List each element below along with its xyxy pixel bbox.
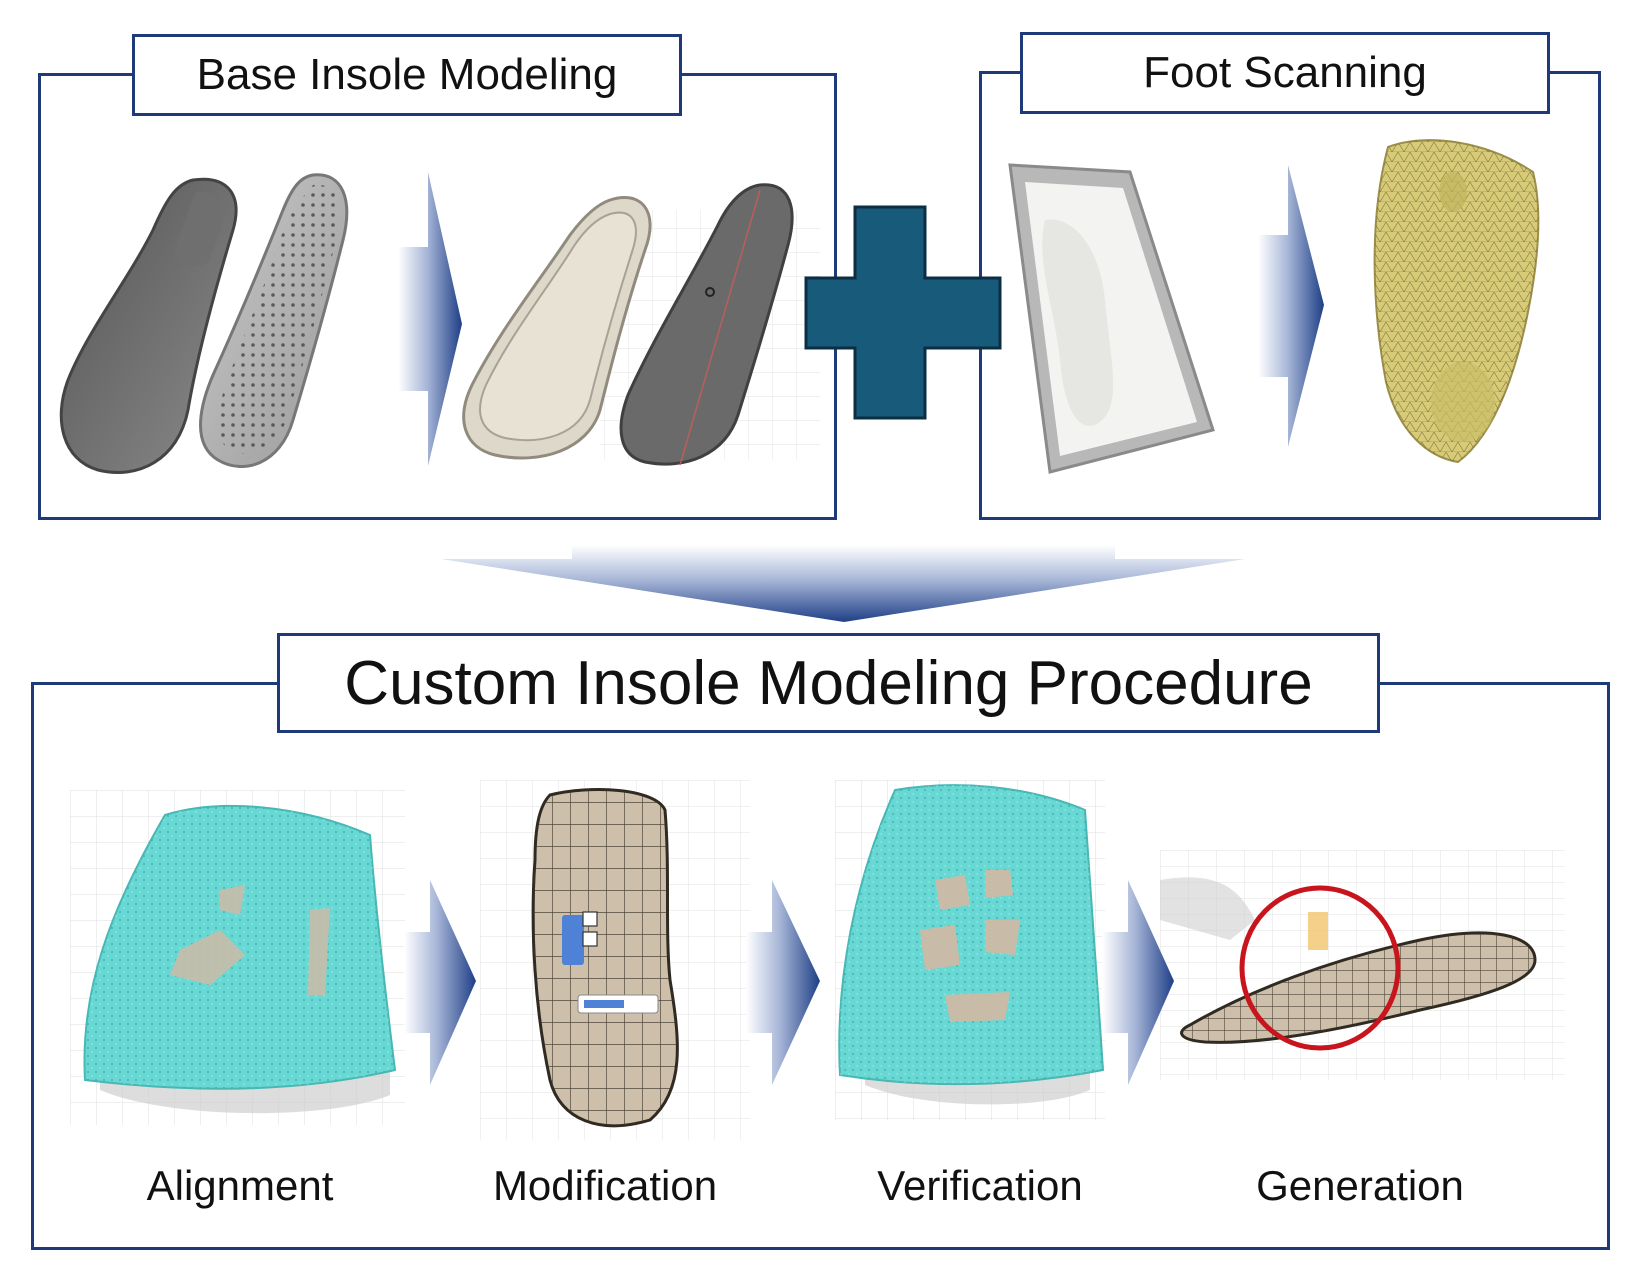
step-label-generation: Generation: [1256, 1162, 1464, 1209]
arrow-right-icon: [398, 172, 462, 466]
plus-icon: [804, 205, 1002, 420]
generation-image: [1160, 850, 1565, 1080]
foot-scanning-title: Foot Scanning: [1020, 32, 1550, 114]
arrow-down-icon: [441, 545, 1245, 622]
foam-impression-box-photo: [1008, 163, 1215, 474]
step-label-modification: Modification: [492, 1162, 718, 1209]
verification-image: [835, 780, 1105, 1120]
base-insole-modeling-title: Base Insole Modeling: [132, 34, 682, 116]
arrow-right-icon: [404, 880, 476, 1085]
base-insoles-photo: [59, 173, 349, 474]
step-label-alignment: Alignment: [146, 1162, 334, 1209]
modification-image: [480, 780, 750, 1140]
arrow-right-icon: [746, 880, 820, 1085]
foot-scan-mesh: [1373, 139, 1540, 464]
custom-insole-procedure-title: Custom Insole Modeling Procedure: [277, 633, 1380, 733]
alignment-image: [70, 790, 405, 1125]
step-label-verification: Verification: [877, 1162, 1083, 1209]
arrow-right-icon: [1102, 880, 1174, 1085]
cad-insoles-render: [462, 183, 820, 466]
arrow-right-icon: [1258, 165, 1324, 447]
